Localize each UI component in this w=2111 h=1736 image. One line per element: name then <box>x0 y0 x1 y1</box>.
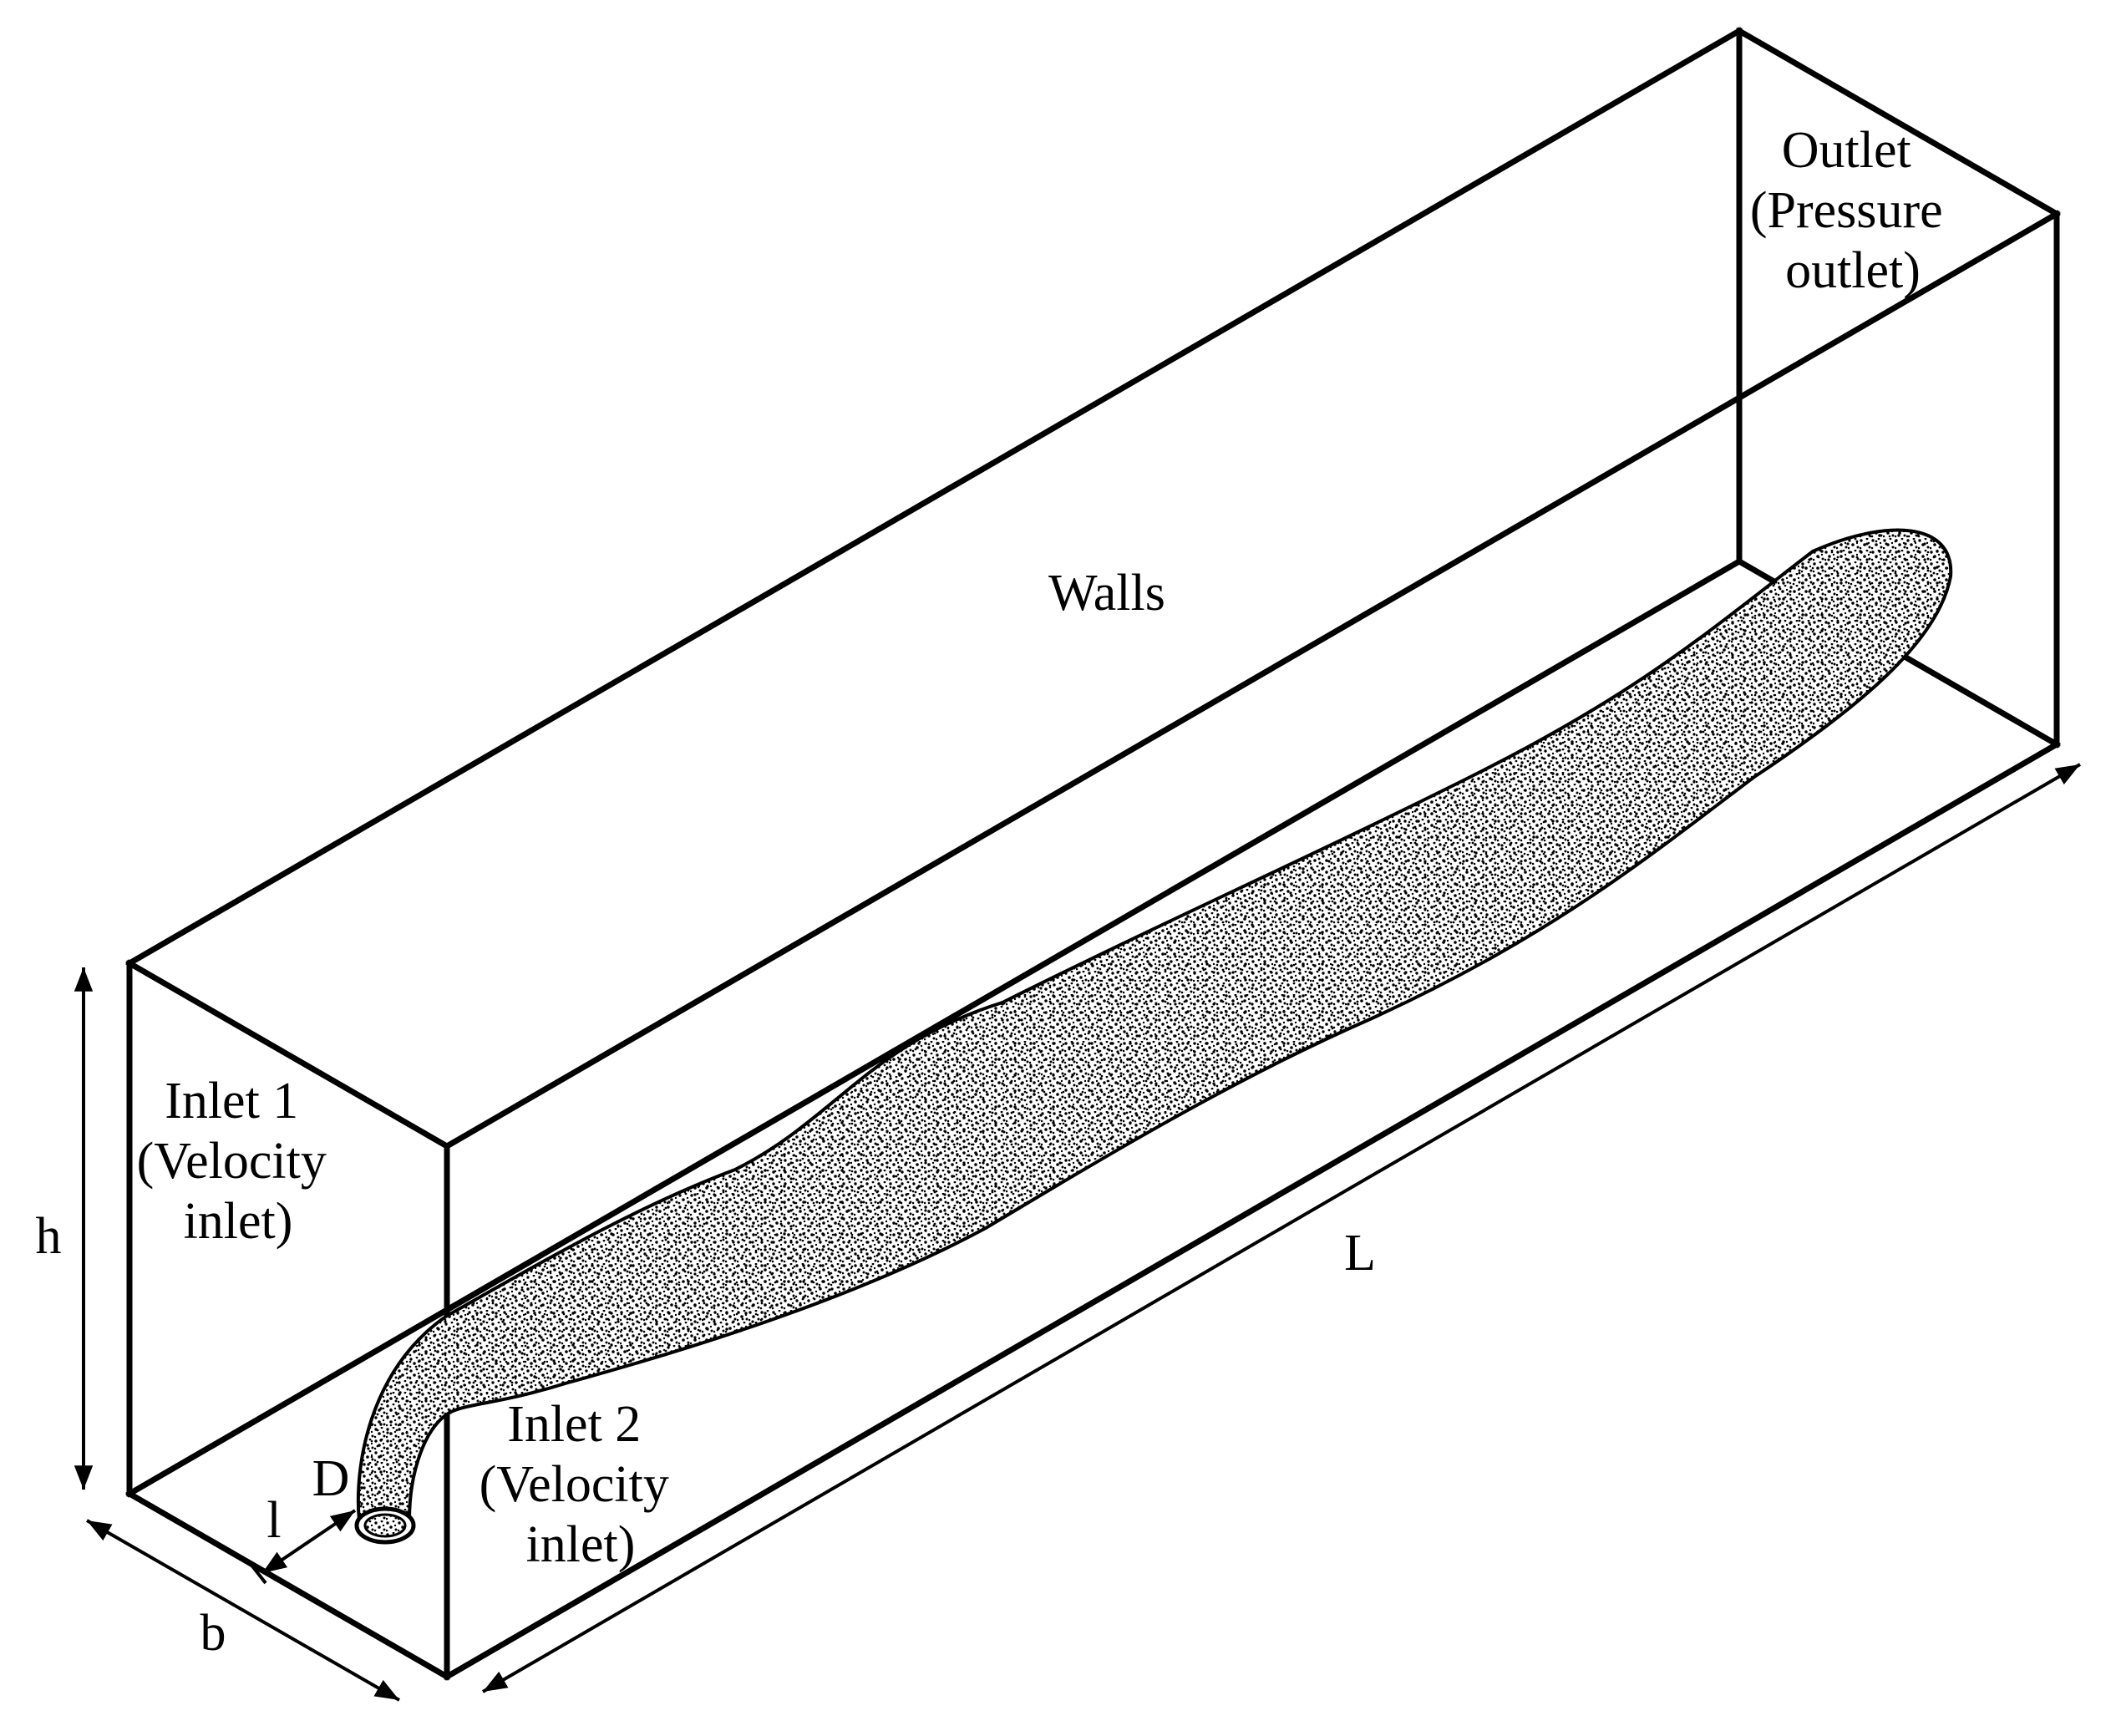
offset-dimension-tick <box>249 1562 267 1585</box>
inlet1-label-line-1: Inlet 1 <box>165 1073 298 1129</box>
offset-dimension-label: l <box>266 1492 281 1549</box>
outlet-label-line-2: (Pressure <box>1750 182 1943 239</box>
jet-plume-overlay <box>358 530 1951 1520</box>
inlet2-label-line-2: (Velocity <box>480 1456 669 1513</box>
width-dimension-label: b <box>200 1605 226 1662</box>
length-dimension-label: L <box>1344 1225 1376 1282</box>
length-dimension-arrow <box>481 763 2082 1693</box>
box-edge-top-back <box>125 27 1743 967</box>
walls-label: Walls <box>1048 565 1165 622</box>
dimension-lines <box>74 763 2082 1702</box>
outlet-label-line-1: Outlet <box>1782 122 1911 179</box>
inlet2-label-line-3: inlet) <box>526 1516 636 1573</box>
outlet-label: Outlet (Pressure outlet) <box>1750 122 1956 299</box>
inlet2-label-line-1: Inlet 2 <box>507 1396 641 1453</box>
jet-plume <box>354 528 1953 1545</box>
width-dimension-arrow <box>86 1519 400 1702</box>
diameter-dimension-label: D <box>312 1450 350 1507</box>
inlet1-label-line-3: inlet) <box>184 1193 293 1250</box>
inlet2-nozzle-inner <box>363 1513 407 1538</box>
inlet1-label-line-2: (Velocity <box>137 1133 327 1190</box>
inlet2-label: Inlet 2 (Velocity inlet) <box>480 1396 683 1573</box>
box-edge-bottom-back <box>125 557 1743 1498</box>
outlet-label-line-3: outlet) <box>1785 242 1921 299</box>
box-edge-left-top <box>125 959 451 1150</box>
height-dimension-label: h <box>36 1208 62 1265</box>
offset-dimension-arrow <box>261 1509 357 1575</box>
inlet1-label: Inlet 1 (Velocity inlet) <box>137 1073 340 1250</box>
box-edge-outlet-top <box>1735 27 2061 218</box>
